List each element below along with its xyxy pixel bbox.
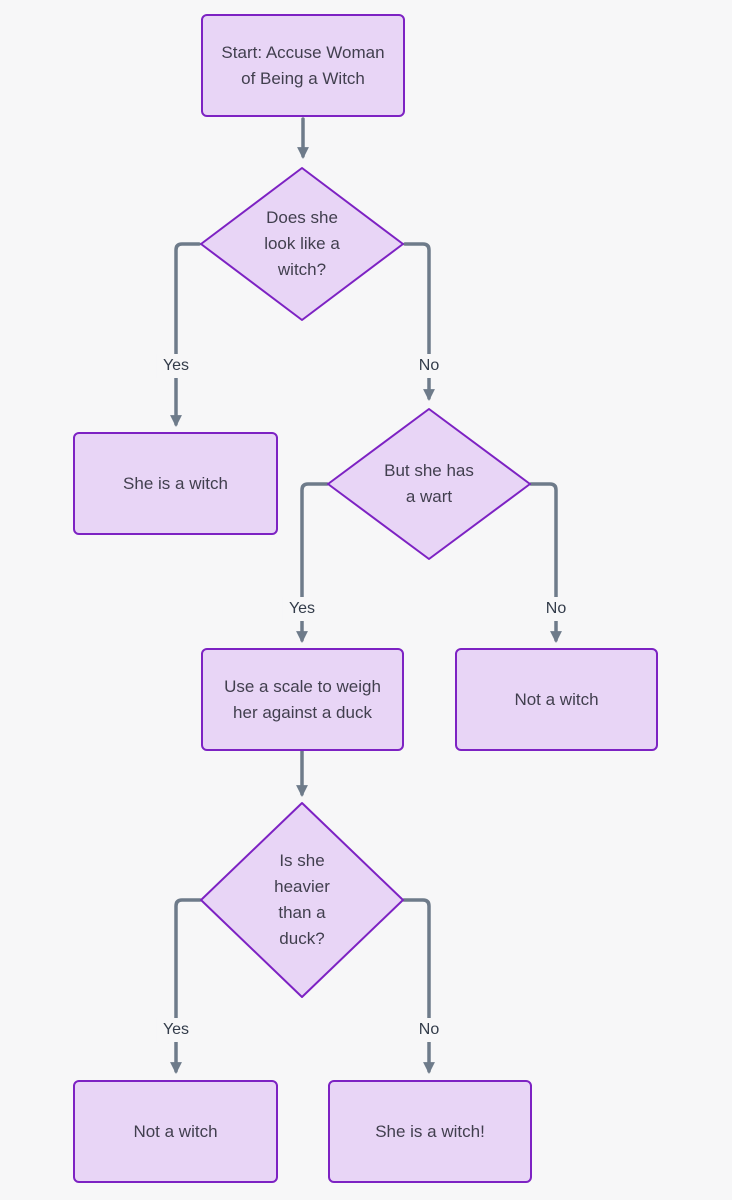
node-she-is-a-witch: She is a witch (73, 432, 278, 535)
edge-looks-like-witch-no (403, 242, 435, 401)
edge-label-no-2: No (539, 597, 573, 621)
edge-has-a-wart-no (529, 482, 562, 643)
edge-looks-like-witch-yes (170, 242, 201, 427)
node-she-is-a-witch-final: She is a witch! (328, 1080, 532, 1183)
node-weigh-against-duck: Use a scale to weigh her against a duck (201, 648, 404, 751)
decision-node-looks-like-witch (200, 167, 404, 321)
node-start: Start: Accuse Woman of Being a Witch (201, 14, 405, 117)
edge-label-yes-3: Yes (156, 1018, 196, 1042)
edge-heavier-yes (170, 898, 202, 1074)
edge-label-no-3: No (412, 1018, 446, 1042)
edge-label-yes-1: Yes (156, 354, 196, 378)
decision-label-heavier-than-duck: Is she heavier than a duck? (274, 851, 330, 948)
decision-node-heavier-than-duck (200, 802, 404, 998)
decision-label-has-a-wart: But she has a wart (384, 461, 474, 506)
edge-label-no-1: No (412, 354, 446, 378)
decision-label-looks-like-witch: Does she look like a witch? (264, 208, 340, 279)
node-not-a-witch-final: Not a witch (73, 1080, 278, 1183)
edge-label-yes-2: Yes (282, 597, 322, 621)
decision-node-has-a-wart (327, 408, 531, 560)
edge-has-a-wart-yes (296, 482, 329, 643)
node-not-a-witch-mid: Not a witch (455, 648, 658, 751)
edge-heavier-no (402, 898, 435, 1074)
